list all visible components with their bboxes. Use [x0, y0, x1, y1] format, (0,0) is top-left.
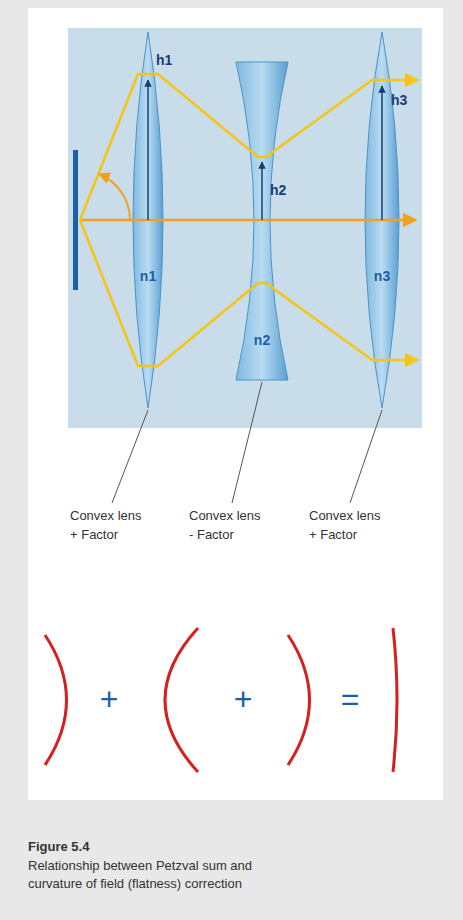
figure-panel: [28, 8, 443, 800]
height-label: h1: [156, 52, 172, 69]
lens-label: Convex lens: [309, 508, 381, 524]
light-ray: [80, 74, 418, 220]
leader-line: [232, 382, 262, 503]
curvature-arc: [45, 635, 67, 765]
plus-sign: +: [234, 680, 253, 718]
lens-label: Convex lens: [189, 508, 261, 524]
height-label: h2: [270, 182, 286, 199]
flat-field-line: [393, 628, 397, 772]
index-label: n2: [254, 332, 270, 349]
optics-panel: [68, 28, 422, 428]
curvature-arc: [288, 635, 310, 765]
factor-label: + Factor: [309, 527, 357, 543]
angle-arrow: [99, 174, 130, 220]
figure-title: Figure 5.4: [28, 838, 293, 856]
curvature-arc: [165, 628, 198, 772]
light-ray: [80, 220, 418, 366]
plus-sign: +: [100, 680, 119, 718]
factor-label: - Factor: [189, 527, 234, 543]
leader-line: [350, 410, 382, 503]
index-label: n1: [140, 268, 156, 285]
leader-line: [112, 410, 148, 503]
height-arrow: [147, 80, 149, 220]
height-arrow: [381, 86, 383, 220]
index-label: n3: [374, 268, 390, 285]
height-label: h3: [391, 92, 407, 109]
factor-label: + Factor: [70, 527, 118, 543]
lens-label: Convex lens: [70, 508, 142, 524]
object-bar: [73, 150, 78, 290]
equals-sign: =: [341, 680, 360, 718]
figure-caption: Relationship between Petzval sum and cur…: [28, 857, 293, 893]
height-arrow: [261, 162, 263, 220]
